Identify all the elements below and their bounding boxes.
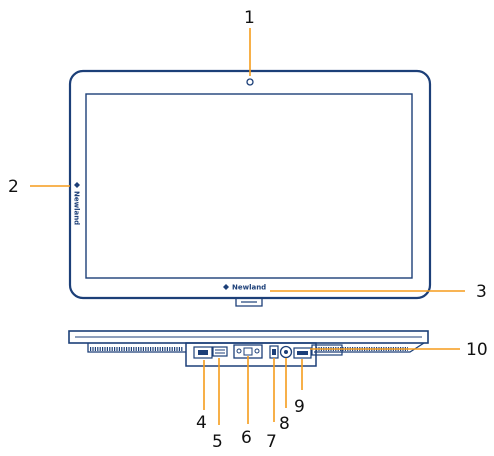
callout-2: 2 <box>8 177 19 197</box>
callout-8: 8 <box>279 414 290 434</box>
port-7-group <box>269 345 279 359</box>
port-9-icon <box>293 347 312 359</box>
front-camera-icon <box>246 78 254 86</box>
bottom-logo: Newland <box>223 284 266 292</box>
port-7-inner-icon <box>272 349 276 355</box>
side-logo-text: Newland <box>73 191 81 225</box>
port-housing <box>185 342 317 367</box>
side-logo-icon <box>74 182 80 188</box>
port-5-group <box>212 346 228 357</box>
tablet-screen <box>85 93 413 279</box>
port-6-left-screw-icon <box>236 348 242 354</box>
tablet-bezel <box>68 69 432 300</box>
port-6-right-screw-icon <box>254 348 260 354</box>
bottom-connector-tab <box>235 298 263 307</box>
port-5-icon <box>212 346 228 357</box>
callout-7: 7 <box>266 432 277 452</box>
callout-labels: 1 2 3 4 5 6 7 8 9 10 <box>8 8 488 452</box>
cable-strain-relief <box>311 344 343 356</box>
callout-1: 1 <box>244 8 255 28</box>
port-8-icon <box>279 345 293 359</box>
port-4-icon <box>193 346 213 359</box>
callout-10: 10 <box>466 340 488 360</box>
callout-4: 4 <box>196 413 207 433</box>
callout-6: 6 <box>241 428 252 448</box>
port-9-inner-icon <box>297 351 308 355</box>
port-4-group <box>193 346 213 359</box>
port-4-inner-icon <box>198 350 208 355</box>
leader-lines <box>30 28 465 425</box>
port-9-group <box>293 347 312 359</box>
port-8-group <box>279 345 293 359</box>
tablet-bottom-view <box>68 330 429 367</box>
bottom-logo-icon <box>223 284 229 290</box>
callout-5: 5 <box>212 432 223 452</box>
port-8-center-icon <box>284 350 288 354</box>
port-5-lines-icon <box>215 349 225 354</box>
lower-shell-outline <box>87 342 425 353</box>
bottom-logo-text: Newland <box>232 284 266 292</box>
callout-9: 9 <box>294 397 305 417</box>
port-6-center-icon <box>243 347 253 356</box>
side-logo: Newland <box>73 182 81 225</box>
callout-3: 3 <box>476 282 487 302</box>
tablet-front-view: Newland Newland <box>68 69 432 307</box>
